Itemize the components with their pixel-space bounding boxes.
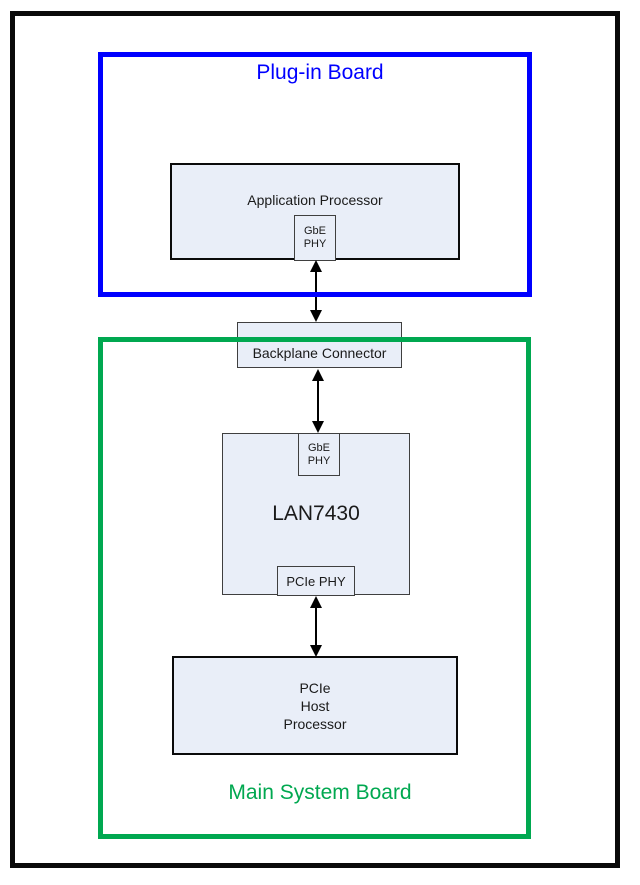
arrow-line [315, 269, 317, 313]
ap-gbe-phy-label-line2: PHY [303, 238, 327, 250]
backplane-connector-box: Backplane Connector [237, 322, 402, 368]
arrow-ap-to-backplane [310, 260, 322, 322]
lan7430-label: LAN7430 [272, 502, 360, 525]
lan-gbe-phy-label-line1: GbE [307, 441, 330, 454]
pcie-host-processor-box: PCIe Host Processor [172, 656, 458, 755]
backplane-connector-label: Backplane Connector [252, 345, 387, 361]
application-processor-label: Application Processor [247, 192, 383, 208]
outer-border [10, 11, 620, 868]
arrowhead-up-icon [310, 260, 322, 272]
lan-gbe-phy-box: GbE PHY [298, 433, 340, 476]
arrowhead-up-icon [310, 596, 322, 608]
arrowhead-down-icon [310, 310, 322, 322]
ap-gbe-phy-label-line1: GbE [303, 225, 326, 237]
plugin-board-title: Plug-in Board [256, 61, 384, 84]
arrow-line [317, 378, 319, 424]
lan-pcie-phy-box: PCIe PHY [277, 566, 355, 596]
pcie-host-label-line1: PCIe [299, 679, 331, 696]
pcie-host-label-line3: Processor [283, 715, 347, 732]
lan-gbe-phy-label-line2: PHY [307, 454, 331, 467]
lan-pcie-phy-label: PCIe PHY [286, 573, 346, 589]
arrowhead-down-icon [310, 645, 322, 657]
arrow-line [315, 605, 317, 648]
arrow-lan7430-to-pcie-host [310, 596, 322, 657]
arrow-backplane-to-lan7430 [312, 369, 324, 433]
plugin-board-outline [98, 52, 532, 297]
arrowhead-up-icon [312, 369, 324, 381]
pcie-host-label-line2: Host [300, 697, 330, 714]
main-system-board-title: Main System Board [228, 781, 412, 804]
main-system-board-outline [98, 337, 531, 839]
arrowhead-down-icon [312, 421, 324, 433]
